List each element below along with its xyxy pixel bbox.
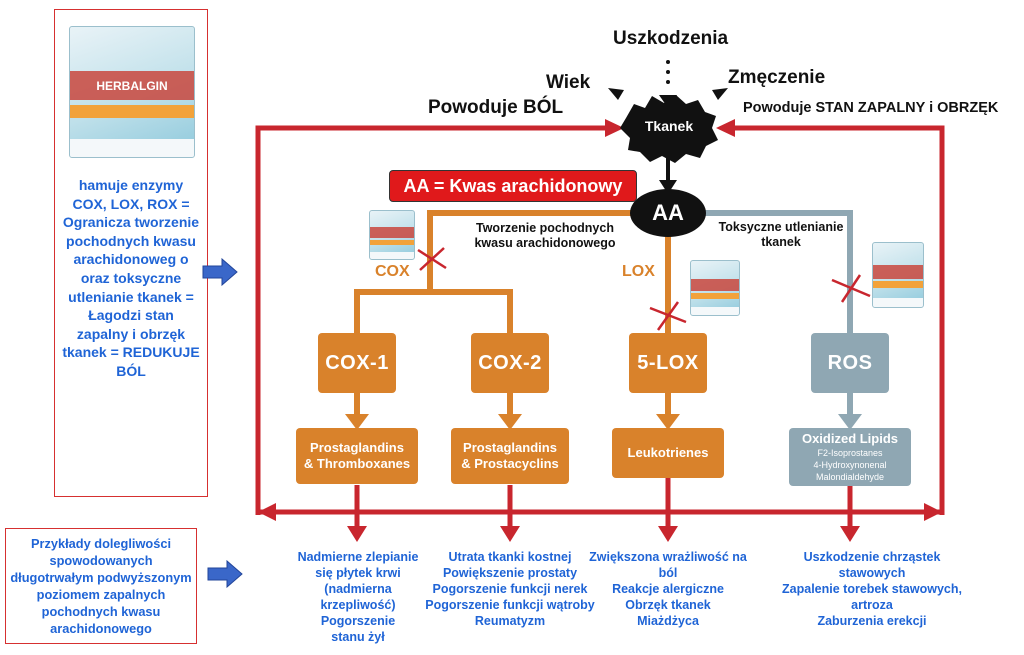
tissue-to-aa-arrow	[659, 180, 677, 194]
effect-item: Pogorszenie	[320, 614, 396, 628]
effect-item: Uszkodzenie chrząstek	[803, 550, 941, 564]
effect-item: stanu żył	[331, 630, 385, 644]
product-subline: Malondialdehyde	[815, 472, 885, 482]
aa-banner-text: AA = Kwas arachidonowy	[403, 175, 623, 196]
examples-text: Przykłady dolegliwości spowodowanych dłu…	[10, 536, 192, 636]
arrow-effect-4	[840, 526, 860, 542]
arrow-effect-2	[500, 526, 520, 542]
enzyme-ros: ROS	[811, 333, 889, 393]
effect-item: krzepliwość)	[320, 598, 396, 612]
arrow-left-into-tissue	[605, 119, 624, 137]
label-uszkodzenia: Uszkodzenia	[613, 28, 729, 49]
effects-lox: Zwiększona wrażliwość na ból Reakcje ale…	[582, 549, 754, 629]
arrow-right-icon	[202, 258, 238, 286]
summary-box: HERBALGIN hamuje enzymy COX, LOX, ROX = …	[54, 9, 208, 497]
arrow-bottom-left	[258, 503, 276, 521]
arrow-cox2-product	[498, 414, 522, 430]
examples-box: Przykłady dolegliwości spowodowanych dłu…	[5, 528, 197, 644]
effect-item: (nadmierna	[324, 582, 392, 596]
label-lox-pathway: LOX	[622, 263, 655, 280]
effect-item: Miażdżyca	[637, 614, 699, 628]
tissue-label: Tkanek	[644, 118, 694, 134]
summary-text: hamuje enzymy COX, LOX, ROX = Ogranicza …	[62, 177, 200, 379]
effects-ros: Uszkodzenie chrząstek stawowych Zapaleni…	[772, 549, 972, 629]
arrow-ros-product	[838, 414, 862, 430]
product-leukotrienes: Leukotrienes	[612, 428, 724, 478]
herbalgin-package-ros	[872, 242, 924, 308]
effects-cox1: Nadmierne zlepianie się płytek krwi (nad…	[272, 549, 444, 645]
effect-item: Pogorszenie funkcji nerek	[432, 582, 588, 596]
ros-pathway-line	[700, 210, 853, 333]
product-line: & Prostacyclins	[461, 456, 559, 471]
arrow-lox-product	[656, 414, 680, 430]
effects-cox2: Utrata tkanki kostnej Powiększenie prost…	[415, 549, 605, 629]
product-subline: 4-Hydroxynonenal	[813, 460, 887, 470]
herbalgin-package-main: HERBALGIN	[69, 26, 195, 158]
product-prostaglandins-thromboxanes: Prostaglandins & Thromboxanes	[296, 428, 418, 484]
herbalgin-package-cox	[369, 210, 415, 260]
product-oxidized-lipids: Oxidized Lipids F2-Isoprostanes 4-Hydrox…	[789, 428, 911, 486]
label-powoduje-stan: Powoduje STAN ZAPALNY i OBRZĘK	[743, 100, 999, 116]
effect-item: artroza	[851, 598, 893, 612]
aa-node-label: AA	[652, 200, 684, 225]
product-line: Oxidized Lipids	[801, 431, 899, 446]
enzyme-cox2: COX-2	[471, 333, 549, 393]
enzyme-cox1: COX-1	[318, 333, 396, 393]
inhibition-marks	[417, 247, 871, 331]
effect-item: Nadmierne zlepianie	[297, 550, 419, 564]
label-tworzenie: Tworzenie pochodnych kwasu arachidonoweg…	[474, 221, 616, 250]
cox-pathway-lines	[354, 210, 635, 333]
effect-item: Obrzęk tkanek	[625, 598, 711, 612]
product-subline: F2-Isoprostanes	[817, 448, 883, 458]
product-line: Prostaglandins	[310, 440, 404, 455]
arrow-bottom-right	[924, 503, 942, 521]
effect-item: Reumatyzm	[474, 614, 546, 628]
product-line: Prostaglandins	[463, 440, 557, 455]
effect-item: Zapalenie torebek stawowych,	[782, 582, 962, 596]
arrow-right-into-tissue	[716, 119, 735, 137]
inflammation-feedback-loop	[255, 125, 945, 515]
aa-banner: AA = Kwas arachidonowy	[389, 170, 637, 202]
effect-item: Reakcje alergiczne	[612, 582, 724, 596]
label-wiek: Wiek	[546, 72, 591, 93]
effect-item: się płytek krwi	[315, 566, 401, 580]
effect-item: Zwiększona wrażliwość na ból	[589, 550, 747, 580]
aa-node-shape	[630, 189, 706, 237]
product-line: & Thromboxanes	[303, 456, 411, 471]
effect-item: Pogorszenie funkcji wątroby	[425, 598, 595, 612]
effect-item: Powiększenie prostaty	[442, 566, 578, 580]
arrow-effect-3	[658, 526, 678, 542]
arrow-effect-1	[347, 526, 367, 542]
label-toksyczne: Toksyczne utlenianie tkanek	[718, 220, 844, 249]
label-cox-pathway: COX	[375, 263, 410, 280]
effect-item: Utrata tkanki kostnej	[448, 550, 572, 564]
package-brand: HERBALGIN	[96, 79, 168, 93]
product-prostaglandins-prostacyclins: Prostaglandins & Prostacyclins	[451, 428, 569, 484]
arrow-cox1-product	[345, 414, 369, 430]
label-zmeczenie: Zmęczenie	[728, 67, 826, 88]
herbalgin-package-lox	[690, 260, 740, 316]
product-line: Leukotrienes	[627, 445, 709, 460]
label-powoduje-bol: Powoduje BÓL	[428, 97, 564, 118]
effect-item: stawowych	[838, 566, 906, 580]
effect-connectors	[354, 478, 853, 528]
arrow-right-icon	[207, 560, 243, 588]
tissue-blob	[620, 95, 718, 163]
effect-item: Zaburzenia erekcji	[817, 614, 927, 628]
enzyme-5lox: 5-LOX	[629, 333, 707, 393]
